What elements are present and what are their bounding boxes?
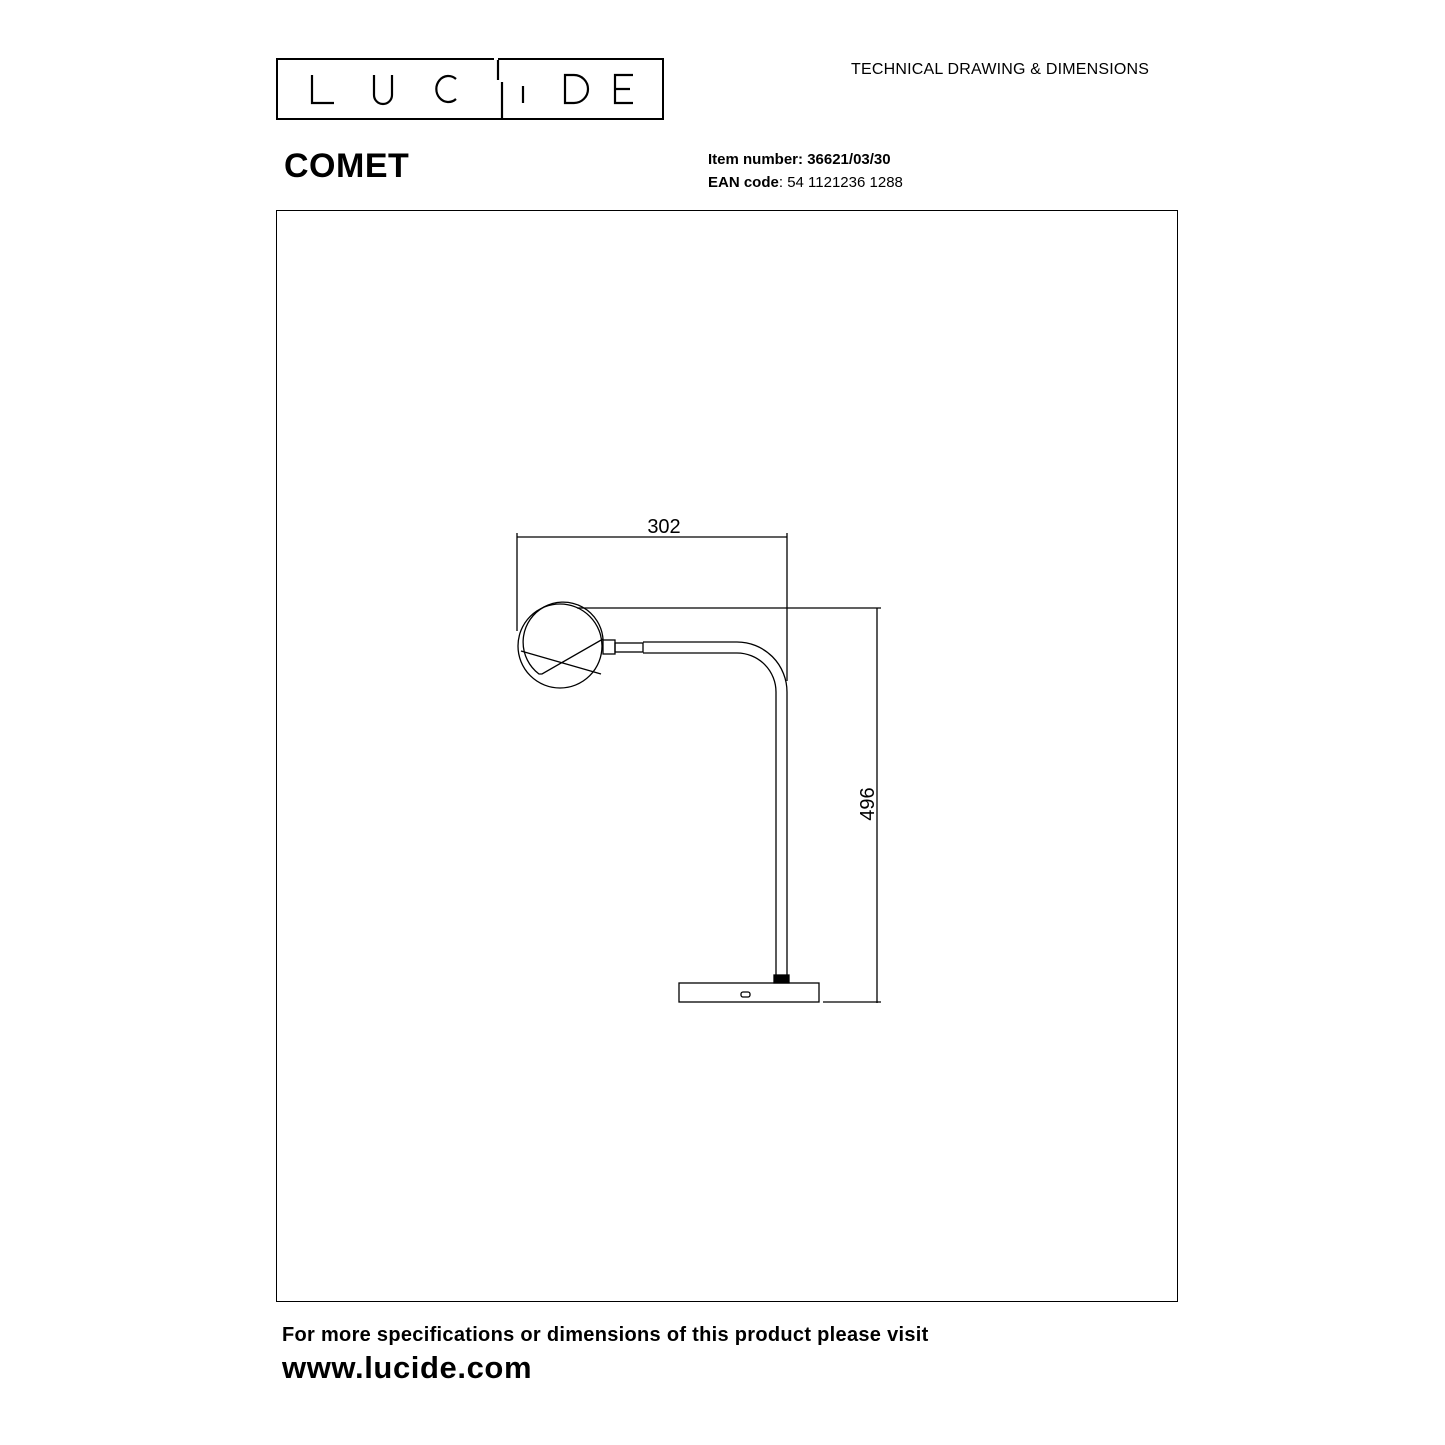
brand-logo (276, 58, 664, 120)
product-name: COMET (284, 147, 410, 185)
lamp-drawing: 302 496 (516, 516, 881, 1003)
lucide-logo-graphic (276, 58, 664, 120)
lamp-shade-rim (520, 650, 602, 675)
footer-note: For more specifications or dimensions of… (282, 1324, 929, 1346)
stem-collar (773, 974, 790, 984)
elbow-outer (736, 641, 788, 693)
elbow-inner (736, 652, 777, 693)
ean-colon: : (778, 174, 788, 191)
item-number-row: Item number: 36621/03/30 (708, 148, 903, 171)
ean-value: 54 1121236 1288 (787, 174, 903, 191)
website-link[interactable]: www.lucide.com (282, 1350, 533, 1385)
technical-drawing-frame: 302 496 (276, 210, 1178, 1302)
ean-label: EAN code (708, 174, 779, 191)
document-type-label: TECHNICAL DRAWING & DIMENSIONS (851, 61, 1150, 78)
item-number-colon: : (798, 151, 808, 168)
base-switch (740, 991, 751, 998)
height-dimension-label: 496 (857, 787, 879, 820)
width-dimension-label: 302 (647, 516, 680, 538)
product-meta: Item number: 36621/03/30 EAN code: 54 11… (708, 148, 903, 194)
lamp-coupling (614, 642, 644, 653)
ean-row: EAN code: 54 1121236 1288 (708, 171, 903, 194)
lamp-shade-outline (517, 603, 603, 689)
item-number-label: Item number (708, 151, 799, 168)
item-number-value: 36621/03/30 (807, 151, 891, 168)
lamp-joint (602, 639, 616, 655)
lamp-base (678, 982, 820, 1003)
